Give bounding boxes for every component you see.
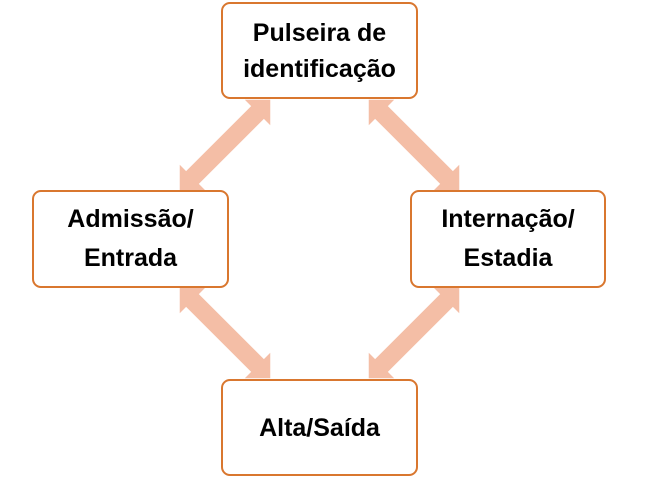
- arrow-left-bottom-icon: [167, 275, 283, 391]
- node-label-line: Internação/: [441, 205, 575, 233]
- arrow-top-right-icon: [356, 87, 472, 203]
- node-label-line: Alta/Saída: [259, 413, 380, 442]
- node-label-line: Estadia: [463, 244, 553, 272]
- node-label-line: Entrada: [83, 244, 178, 272]
- node-label-line: identificação: [243, 54, 396, 83]
- node-admissao-entrada: Admissão/ Entrada: [32, 190, 229, 288]
- node-pulseira-de-identificacao: Pulseira de identificação: [221, 2, 418, 99]
- arrow-right-bottom-icon: [356, 275, 472, 391]
- node-label-line: Pulseira de: [252, 18, 387, 47]
- node-internacao-estadia: Internação/ Estadia: [410, 190, 606, 288]
- node-alta-saida: Alta/Saída: [221, 379, 418, 476]
- node-label-line: Admissão/: [67, 205, 194, 233]
- arrow-top-left-icon: [167, 87, 283, 203]
